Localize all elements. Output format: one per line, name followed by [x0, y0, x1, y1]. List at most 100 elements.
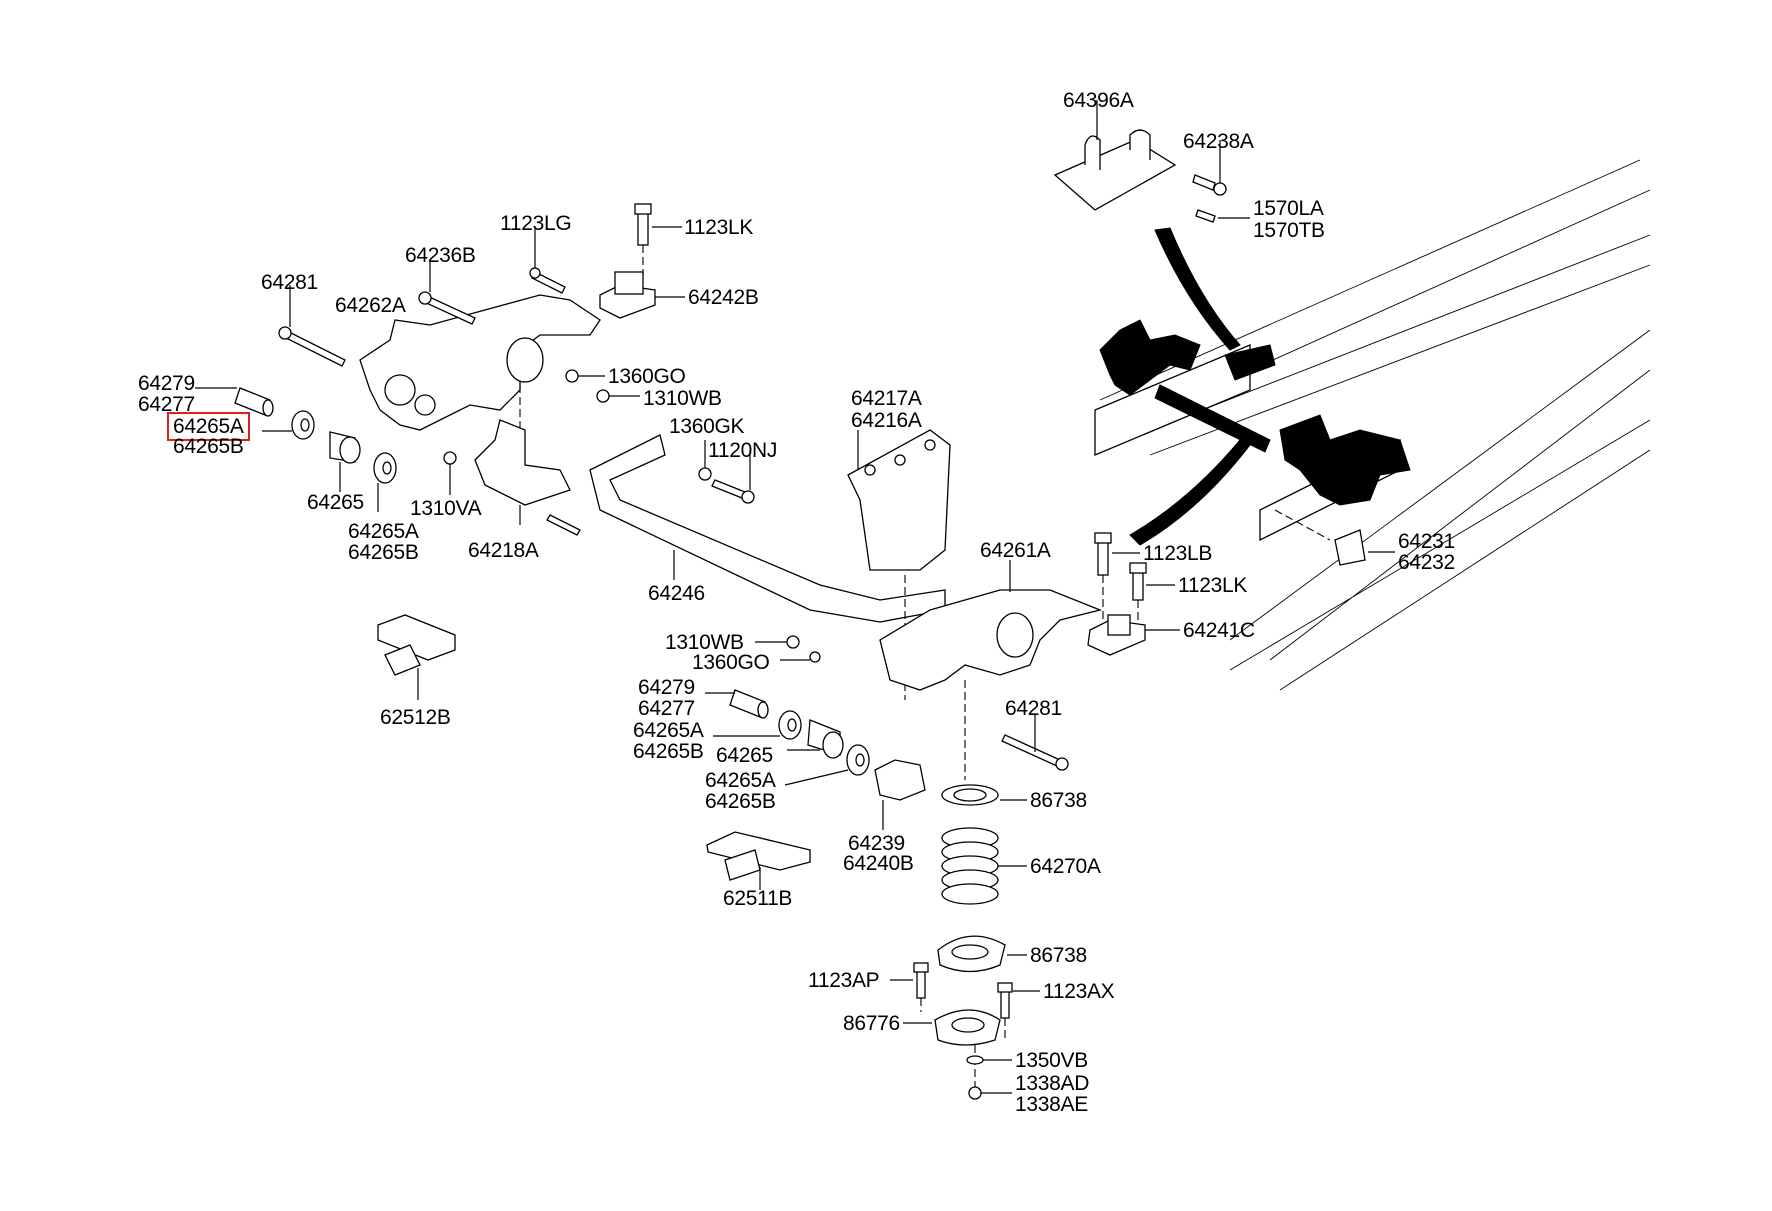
callout-86738-top[interactable]: 86738	[1030, 789, 1087, 812]
lower-seat-86776	[903, 1009, 1001, 1090]
nut-1310VA	[443, 451, 457, 495]
callout-1338AD[interactable]: 1338AD	[1015, 1072, 1090, 1095]
callout-1123LG[interactable]: 1123LG	[500, 212, 572, 235]
bumper-64231	[1274, 509, 1395, 566]
crossmember-right-drawing	[879, 560, 1103, 780]
callout-64265B-bot2[interactable]: 64265B	[705, 790, 776, 813]
callout-64265-bot[interactable]: 64265	[716, 744, 773, 767]
callout-62511B[interactable]: 62511B	[723, 887, 793, 910]
callout-64262A[interactable]: 64262A	[335, 294, 406, 317]
bolt-1123LK-top	[634, 203, 682, 278]
washer-64265A-bot1	[713, 710, 802, 740]
callout-1123AP[interactable]: 1123AP	[808, 969, 880, 992]
callout-86738-bot[interactable]: 86738	[1030, 944, 1087, 967]
washer-64265A-bot2	[784, 744, 870, 786]
callout-64240B[interactable]: 64240B	[843, 852, 914, 875]
callout-64238A[interactable]: 64238A	[1183, 130, 1254, 153]
assembled-suspension-silhouette	[1099, 227, 1411, 546]
callout-64246[interactable]: 64246	[648, 582, 705, 605]
bracket-64218A	[474, 419, 581, 536]
callout-62512B[interactable]: 62512B	[380, 706, 451, 729]
callout-64270A[interactable]: 64270A	[1030, 855, 1101, 878]
callout-64216A[interactable]: 64216A	[851, 409, 922, 432]
callout-1360GO-mid[interactable]: 1360GO	[692, 651, 770, 674]
callout-64279-bot[interactable]: 64279	[638, 676, 695, 699]
sleeve-64279-bot	[705, 689, 769, 719]
callout-1360GO-top[interactable]: 1360GO	[608, 365, 686, 388]
callout-1360GK[interactable]: 1360GK	[669, 415, 745, 438]
callout-64277-bot[interactable]: 64277	[638, 697, 695, 720]
spring-seat-86738-bot	[937, 935, 1027, 973]
callout-64265-top[interactable]: 64265	[307, 491, 364, 514]
callout-86776[interactable]: 86776	[843, 1012, 900, 1035]
clip-1570LA	[1195, 209, 1250, 223]
callout-64265A-top2[interactable]: 64265A	[348, 520, 419, 543]
callout-1570TB[interactable]: 1570TB	[1253, 219, 1325, 242]
bolt-1123LK-right	[1129, 562, 1175, 625]
callout-1123LK-right[interactable]: 1123LK	[1178, 574, 1248, 597]
callout-64279-top[interactable]: 64279	[138, 372, 195, 395]
bolt-1120NJ	[711, 450, 755, 504]
bumper-64241C	[1087, 614, 1180, 656]
nut-1338AD	[968, 1086, 1012, 1100]
callout-1350VB[interactable]: 1350VB	[1015, 1049, 1088, 1072]
bolt-1123LB	[1094, 532, 1140, 630]
callout-64265A-left-highlighted[interactable]: 64265A	[167, 412, 250, 441]
callout-1310VA[interactable]: 1310VA	[410, 497, 482, 520]
bolt-1123LG	[529, 228, 566, 294]
callout-64218A[interactable]: 64218A	[468, 539, 539, 562]
callout-64242B[interactable]: 64242B	[688, 286, 759, 309]
callout-1123AX[interactable]: 1123AX	[1043, 980, 1115, 1003]
bracket-62512B	[377, 614, 456, 700]
callout-1338AE[interactable]: 1338AE	[1015, 1093, 1088, 1116]
spring-seat-86738-top	[941, 784, 1027, 806]
callout-1123LK-top[interactable]: 1123LK	[684, 216, 754, 239]
bracket-62511B	[706, 831, 811, 890]
callout-64265B-top2[interactable]: 64265B	[348, 541, 419, 564]
frame-rails	[1094, 159, 1651, 691]
callout-64265A-bot2[interactable]: 64265A	[705, 769, 776, 792]
nut-1310WB-top	[596, 389, 640, 403]
nut-1360GO-top	[565, 369, 605, 383]
callout-64281-bot[interactable]: 64281	[1005, 697, 1062, 720]
callout-64277-top[interactable]: 64277	[138, 393, 195, 416]
callout-64241C[interactable]: 64241C	[1183, 619, 1255, 642]
bolt-64281-bot	[1001, 715, 1069, 771]
bushing-64265-bot	[787, 719, 844, 759]
washer-64265A-left	[262, 410, 315, 440]
bolt-1123AX	[997, 982, 1040, 1040]
callout-64236B[interactable]: 64236B	[405, 244, 476, 267]
callout-64232[interactable]: 64232	[1398, 551, 1455, 574]
callout-64265B-left[interactable]: 64265B	[173, 435, 244, 458]
nut-1360GO-mid	[780, 651, 821, 663]
crossmember-left-drawing	[359, 294, 601, 500]
callout-64217A[interactable]: 64217A	[851, 387, 922, 410]
callout-64281-top[interactable]: 64281	[261, 271, 318, 294]
callout-1123LB[interactable]: 1123LB	[1143, 542, 1213, 565]
callout-64239[interactable]: 64239	[848, 832, 905, 855]
callout-1570LA[interactable]: 1570LA	[1253, 197, 1324, 220]
stabilizer-bar-64246	[589, 434, 946, 623]
callout-1310WB-top[interactable]: 1310WB	[643, 387, 722, 410]
bolt-64281-top	[278, 285, 346, 367]
bumper-64242B	[599, 271, 685, 319]
bushing-64265-top	[329, 431, 361, 492]
part-64396A-drawing	[1053, 100, 1177, 211]
sleeve-64279-top	[195, 387, 274, 417]
callout-64265A-bot1[interactable]: 64265A	[633, 719, 704, 742]
bracket-64239	[874, 759, 926, 830]
washer-64265A-top2	[373, 452, 397, 512]
callout-64261A[interactable]: 64261A	[980, 539, 1051, 562]
callout-1120NJ[interactable]: 1120NJ	[708, 439, 778, 462]
bolt-64238A	[1192, 140, 1227, 196]
bolt-64236B	[418, 260, 476, 325]
callout-64231[interactable]: 64231	[1398, 530, 1455, 553]
washer-1350VB	[966, 1055, 1012, 1065]
callout-1310WB-mid[interactable]: 1310WB	[665, 631, 744, 654]
bracket-64217A	[847, 429, 951, 700]
coil-spring-64270A	[941, 827, 1027, 905]
callout-64265B-bot1[interactable]: 64265B	[633, 740, 704, 763]
callout-64396A[interactable]: 64396A	[1063, 89, 1134, 112]
nut-1310WB-mid	[755, 635, 800, 649]
